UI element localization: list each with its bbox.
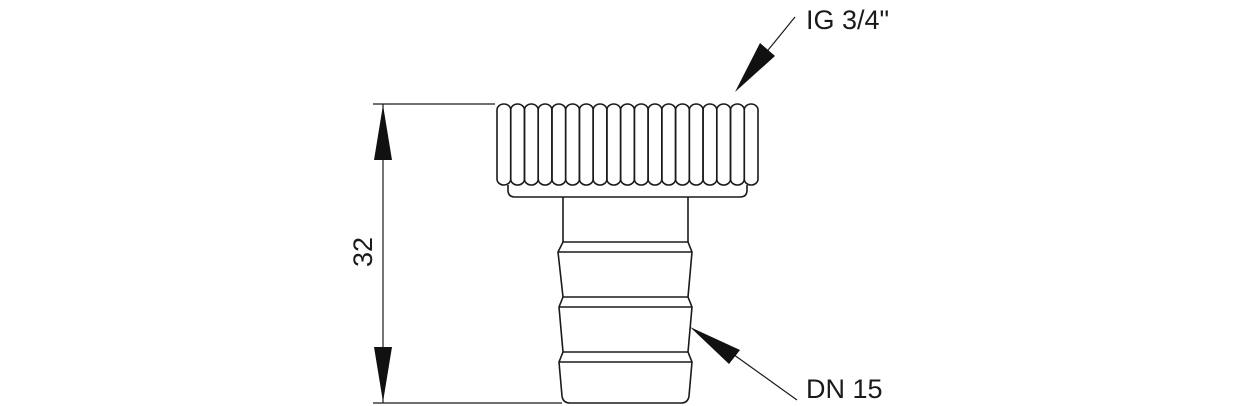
knurl-rib bbox=[578, 103, 594, 186]
knurl-rib bbox=[551, 103, 567, 186]
knurl-rib bbox=[729, 103, 746, 186]
knurl-rib bbox=[564, 103, 581, 186]
dimension-arrow-bottom bbox=[374, 347, 392, 402]
knurl-rib bbox=[743, 103, 759, 186]
knurled-nut bbox=[496, 103, 759, 186]
thread-label: IG 3/4" bbox=[806, 5, 889, 35]
knurl-rib bbox=[647, 103, 663, 186]
hose-barb bbox=[557, 241, 693, 404]
knurl-rib bbox=[523, 103, 540, 186]
knurl-rib bbox=[619, 103, 636, 186]
knurl-rib bbox=[674, 103, 691, 186]
knurl-rib bbox=[496, 103, 512, 186]
knurl-rib bbox=[633, 103, 649, 186]
dn-label: DN 15 bbox=[806, 374, 883, 404]
knurl-rib bbox=[702, 103, 718, 186]
dn-leader-line bbox=[729, 351, 798, 401]
nut-flange bbox=[507, 185, 748, 198]
knurl-rib bbox=[509, 103, 526, 186]
knurl-rib bbox=[606, 103, 622, 186]
dimension-value: 32 bbox=[348, 237, 378, 267]
knurl-rib bbox=[715, 103, 732, 186]
dn-leader-arrow bbox=[690, 327, 740, 364]
knurl-rib bbox=[537, 103, 553, 186]
dimension-arrow-top bbox=[374, 105, 392, 160]
neck bbox=[562, 197, 689, 242]
knurl-rib bbox=[592, 103, 608, 186]
knurl-rib bbox=[661, 103, 677, 186]
thread-leader-arrow bbox=[735, 43, 775, 92]
knurl-rib bbox=[688, 103, 704, 186]
